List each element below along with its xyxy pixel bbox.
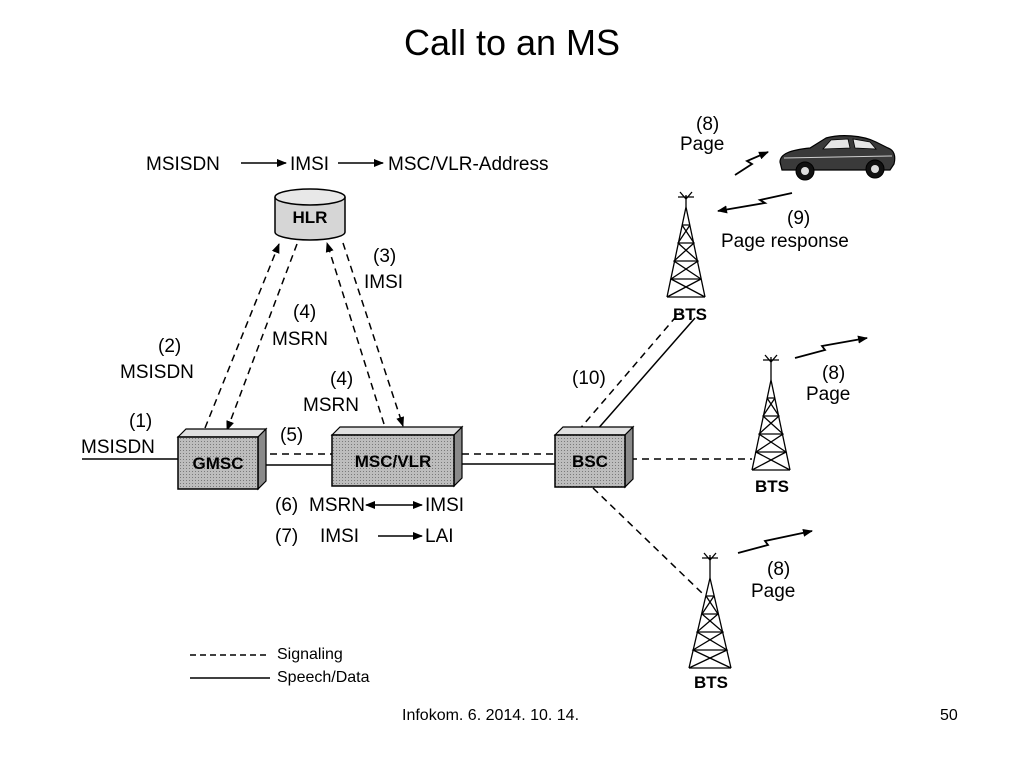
footer-course-date: Infokom. 6. 2014. 10. 14. — [402, 707, 580, 724]
gmsc-label: GMSC — [193, 454, 244, 473]
bts-tower-top: BTS — [666, 191, 707, 324]
step-8-number-middle: (8) — [822, 363, 845, 384]
step-8-number-bottom: (8) — [767, 559, 790, 580]
step-6-imsi: IMSI — [425, 495, 464, 516]
arrow-2-gmsc-to-hlr — [204, 243, 280, 429]
step-2-label: MSISDN — [120, 362, 194, 383]
hlr-label: HLR — [293, 208, 328, 227]
page-radio-top — [734, 151, 769, 176]
legend-signaling-label: Signaling — [277, 646, 343, 663]
bsc-node: BSC — [553, 425, 635, 489]
step-4-number-hlr: (4) — [293, 302, 316, 323]
step-6-msrn: MSRN — [309, 495, 365, 516]
step-8-label-bottom: Page — [751, 581, 795, 602]
bts-tower-middle: BTS — [751, 354, 791, 496]
page-radio-bottom — [737, 528, 813, 554]
chain-msisdn: MSISDN — [146, 154, 220, 175]
car-icon — [779, 135, 896, 181]
bsc-bts-top-signaling — [577, 311, 681, 432]
arrow-4-msc-to-hlr — [325, 242, 385, 425]
bsc-label: BSC — [572, 452, 608, 471]
gmsc-node: GMSC — [176, 427, 268, 491]
bts-middle-label: BTS — [755, 477, 789, 496]
hlr-signaling — [204, 242, 404, 431]
bsc-bts-top-speech — [595, 317, 696, 432]
step-8-label-top: Page — [680, 134, 724, 155]
step-8-number-top: (8) — [696, 114, 719, 135]
step-4-label-hlr: MSRN — [272, 329, 328, 350]
legend: Signaling Speech/Data — [190, 646, 370, 686]
step-8-label-middle: Page — [806, 384, 850, 405]
arrow-3-hlr-to-msc — [342, 242, 404, 427]
page-radio-middle — [794, 335, 868, 359]
bts-tower-bottom: BTS — [688, 552, 732, 692]
step-10-number: (10) — [572, 368, 606, 389]
chain-msc-address: MSC/VLR-Address — [388, 154, 549, 175]
step-1-label: MSISDN — [81, 437, 155, 458]
step-6-number: (6) — [275, 495, 298, 516]
page-response-radio — [717, 192, 793, 214]
step-1-number: (1) — [129, 411, 152, 432]
top-chain: MSISDN IMSI MSC/VLR-Address — [146, 154, 549, 175]
step-7-number: (7) — [275, 526, 298, 547]
step-3-number: (3) — [373, 246, 396, 267]
legend-speech-label: Speech/Data — [277, 669, 370, 686]
step-4-label-msc: MSRN — [303, 395, 359, 416]
bsc-bts-bottom-signaling — [592, 487, 703, 594]
slide-number: 50 — [940, 707, 958, 724]
step-9-number: (9) — [787, 208, 810, 229]
step-9-label: Page response — [721, 231, 849, 252]
msc-vlr-node: MSC/VLR — [330, 425, 464, 488]
bts-top-label: BTS — [673, 305, 707, 324]
step-7-imsi: IMSI — [320, 526, 359, 547]
slide-title: Call to an MS — [403, 22, 621, 63]
hlr-node: HLR — [274, 188, 346, 241]
step-2-number: (2) — [158, 336, 181, 357]
bts-bottom-label: BTS — [694, 673, 728, 692]
chain-imsi: IMSI — [290, 154, 329, 175]
step-4-number-msc: (4) — [330, 369, 353, 390]
step-5-number: (5) — [280, 425, 303, 446]
step-3-label: IMSI — [364, 272, 403, 293]
arrow-4-hlr-to-gmsc — [226, 243, 298, 431]
step-7-lai: LAI — [425, 526, 454, 547]
msc-vlr-label: MSC/VLR — [355, 452, 432, 471]
